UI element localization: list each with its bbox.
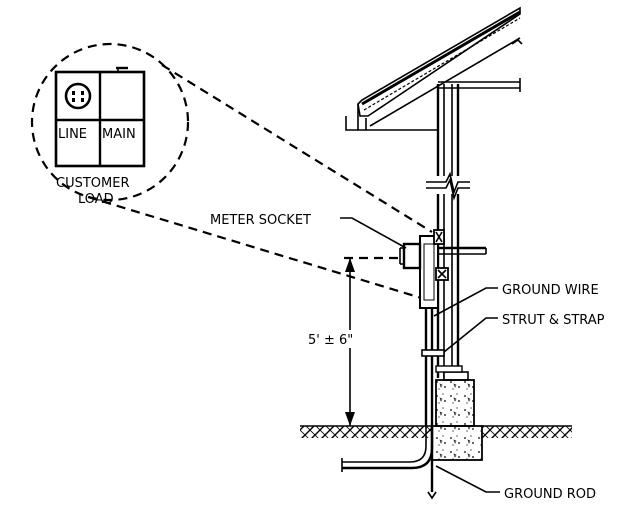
roof-eave: [345, 6, 523, 131]
inset-circle: [30, 42, 190, 202]
ground-surface: [300, 425, 572, 438]
inset-detail: LINE MAIN CUSTOMER LOAD: [30, 42, 433, 302]
ground-wire: [341, 308, 445, 500]
height-label: 5' ± 6": [308, 333, 353, 348]
height-dimension: 5' ± 6": [302, 256, 400, 426]
wall-section: [426, 84, 470, 381]
line-label: LINE: [58, 127, 87, 142]
ground-wire-label: GROUND WIRE: [502, 283, 599, 298]
callouts: METER SOCKET GROUND WIRE STRUT & STRAP G…: [210, 213, 605, 502]
ground-rod-label: GROUND ROD: [504, 487, 596, 502]
receptacle-icon: [64, 82, 92, 110]
foundation: [431, 379, 483, 461]
load-label: LOAD: [78, 192, 114, 207]
inset-leader-top: [161, 64, 433, 233]
customer-label: CUSTOMER: [56, 176, 129, 191]
strut-strap-label: STRUT & STRAP: [502, 313, 605, 328]
main-label: MAIN: [102, 127, 136, 142]
meter-socket: [399, 229, 487, 309]
meter-socket-label: METER SOCKET: [210, 213, 311, 228]
